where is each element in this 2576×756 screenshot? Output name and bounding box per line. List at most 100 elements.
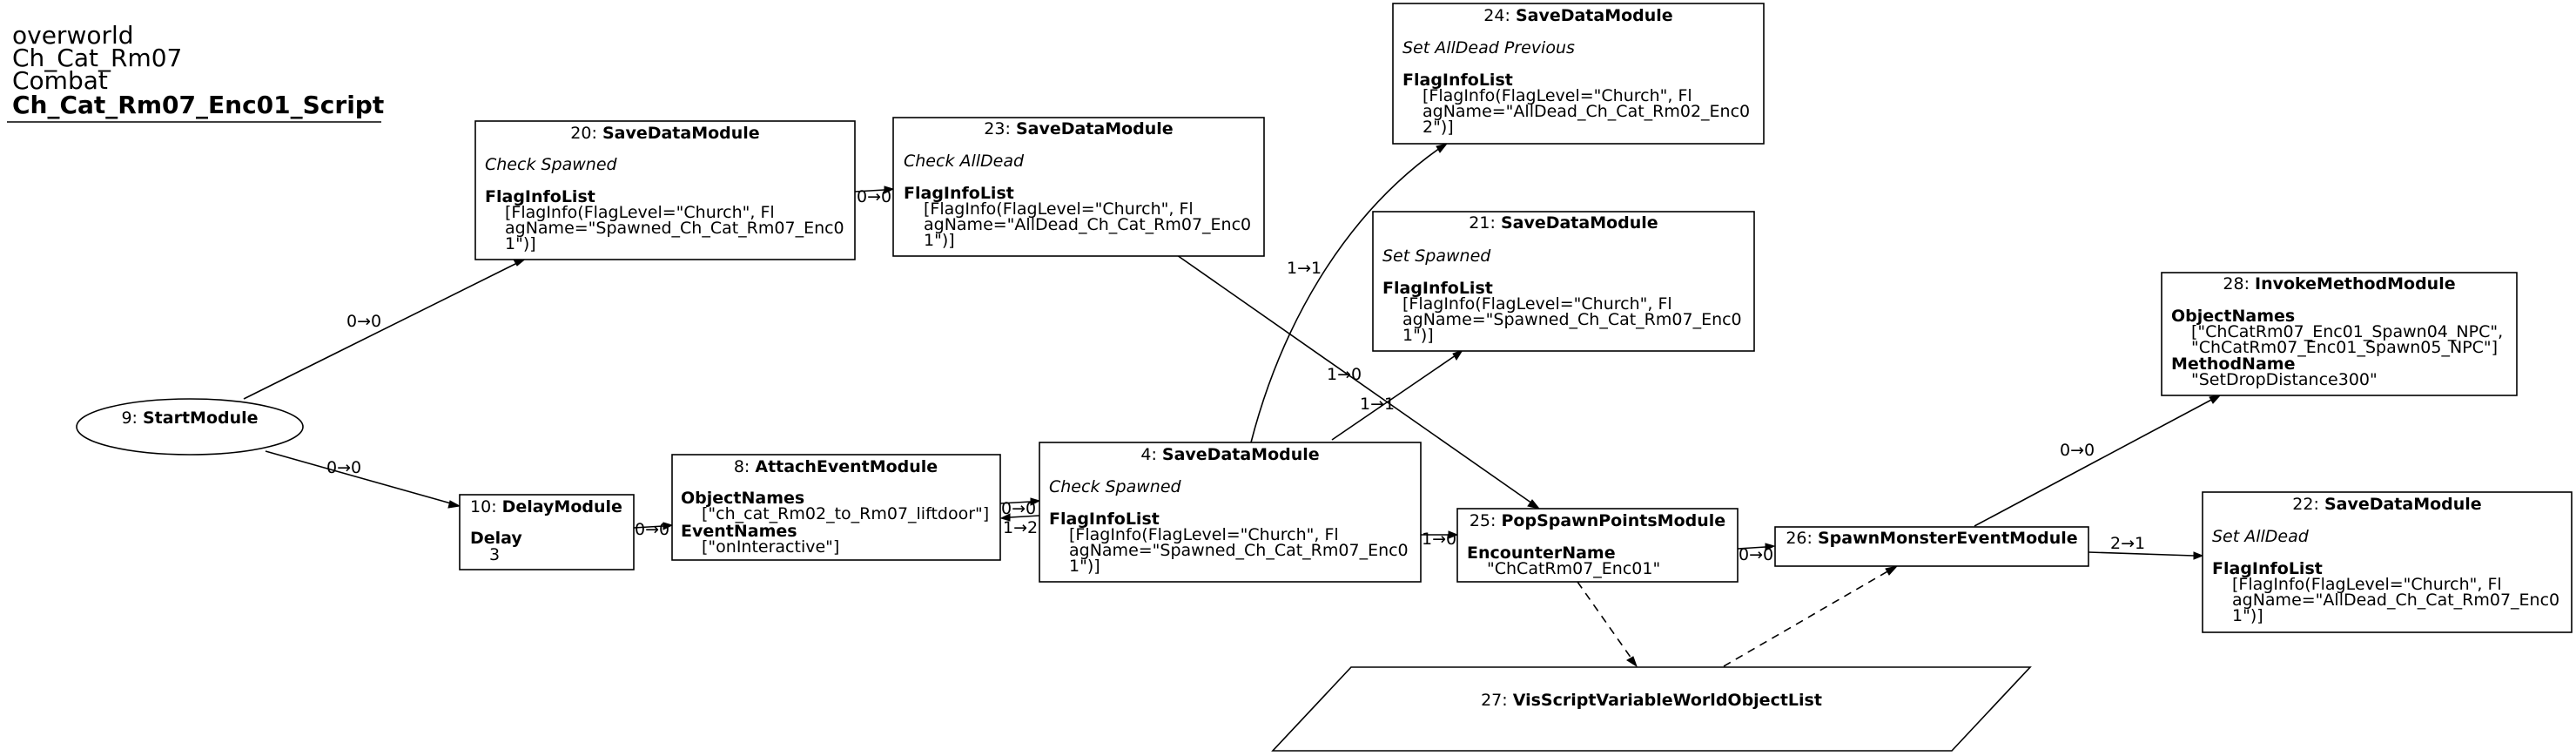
node-22-save-data-module[interactable]: 22: SaveDataModule Set AllDead FlagInfoL… — [2202, 491, 2573, 633]
node-type: VisScriptVariableWorldObjectList — [1513, 691, 1822, 710]
prop-value: [FlagInfo(FlagLevel="Church", Fl — [1423, 86, 1692, 105]
header-line-0: overworld — [12, 21, 134, 50]
edge-9-20: 0→0 — [243, 257, 528, 400]
svg-text:4: SaveDataModule: 4: SaveDataModule — [1140, 445, 1319, 464]
prop-value: 1")] — [1069, 557, 1100, 576]
edge-label: 1→0 — [1327, 365, 1362, 384]
prop-value: agName="AllDead_Ch_Cat_Rm07_Enc0 — [2232, 591, 2559, 610]
node-id: 26 — [1786, 529, 1806, 548]
prop-label: EventNames — [681, 522, 797, 541]
node-8-attach-event-module[interactable]: 8: AttachEventModule ObjectNames ["ch_ca… — [671, 454, 1001, 561]
prop-label: MethodName — [2171, 354, 2295, 374]
edge-23-25: 1→0 — [1176, 254, 1541, 510]
node-id: 9 — [121, 408, 131, 428]
svg-text:8: AttachEventModule: 8: AttachEventModule — [734, 457, 938, 476]
edge-4-25: 1→0 — [1421, 530, 1459, 549]
node-id: 10 — [470, 497, 491, 516]
prop-value: agName="Spawned_Ch_Cat_Rm07_Enc0 — [505, 219, 844, 238]
node-9-start-module[interactable]: 9: StartModule — [76, 398, 304, 456]
node-comment: Check Spawned — [1049, 477, 1182, 496]
edge-label: 1→1 — [1360, 395, 1395, 414]
node-25-pop-spawn-points-module[interactable]: 25: PopSpawnPointsModule EncounterName "… — [1456, 508, 1739, 583]
edge-25-27 — [1577, 581, 1638, 668]
edge-8-4: 0→0 — [999, 497, 1041, 518]
edges: 0→0 0→0 0→0 0→0 1→2 0→0 — [243, 143, 2223, 668]
prop-label: FlagInfoList — [2212, 559, 2323, 578]
prop-value: agName="AllDead_Ch_Cat_Rm02_Enc0 — [1423, 102, 1750, 121]
node-21-save-data-module[interactable]: 21: SaveDataModule Set Spawned FlagInfoL… — [1372, 211, 1755, 352]
prop-value: 1")] — [1402, 326, 1434, 345]
prop-value: ["onInteractive"] — [702, 537, 839, 557]
node-type: AttachEventModule — [755, 457, 938, 476]
node-24-save-data-module[interactable]: 24: SaveDataModule Set AllDead Previous … — [1392, 3, 1765, 145]
edge-4-24: 1→1 — [1250, 143, 1449, 443]
svg-text:25: PopSpawnPointsModule: 25: PopSpawnPointsModule — [1470, 511, 1725, 530]
edge-26-28: 0→0 — [1974, 394, 2223, 527]
edge-4-8: 1→2 — [999, 513, 1040, 537]
edge-label: 1→2 — [1003, 518, 1038, 537]
svg-text:10: DelayModule: 10: DelayModule — [470, 497, 622, 516]
node-id: 25 — [1470, 511, 1490, 530]
node-26-spawn-monster-event-module[interactable]: 26: SpawnMonsterEventModule — [1774, 526, 2089, 567]
node-23-save-data-module[interactable]: 23: SaveDataModule Check AllDead FlagInf… — [892, 117, 1265, 257]
node-28-invoke-method-module[interactable]: 28: InvokeMethodModule ObjectNames ["ChC… — [2161, 272, 2518, 396]
node-4-save-data-module[interactable]: 4: SaveDataModule Check Spawned FlagInfo… — [1039, 442, 1422, 583]
prop-value: ["ChCatRm07_Enc01_Spawn04_NPC", — [2191, 322, 2503, 341]
node-id: 21 — [1469, 213, 1490, 233]
prop-value: 1")] — [924, 231, 955, 250]
node-27-world-object-list[interactable]: 27: VisScriptVariableWorldObjectList — [1271, 666, 2032, 752]
node-id: 24 — [1483, 6, 1504, 25]
node-type: PopSpawnPointsModule — [1501, 511, 1725, 530]
node-10-delay-module[interactable]: 10: DelayModule Delay 3 — [459, 494, 635, 570]
edge-label: 0→0 — [1739, 545, 1773, 564]
node-type: SaveDataModule — [1016, 119, 1174, 138]
node-id: 23 — [984, 119, 1005, 138]
prop-label: FlagInfoList — [1049, 510, 1160, 529]
node-20-save-data-module[interactable]: 20: SaveDataModule Check Spawned FlagInf… — [474, 120, 856, 260]
graph-header: overworld Ch_Cat_Rm07 Combat Ch_Cat_Rm07… — [7, 21, 384, 123]
node-type: SaveDataModule — [1516, 6, 1673, 25]
prop-label: FlagInfoList — [1382, 279, 1493, 298]
node-comment: Set Spawned — [1382, 246, 1491, 266]
node-id: 20 — [570, 124, 591, 143]
prop-value: "ChCatRm07_Enc01" — [1487, 559, 1660, 578]
prop-value: "SetDropDistance300" — [2191, 370, 2378, 389]
prop-value: [FlagInfo(FlagLevel="Church", Fl — [924, 199, 1194, 219]
prop-value: ["ch_cat_Rm02_to_Rm07_liftdoor"] — [702, 504, 989, 523]
svg-text:24: SaveDataModule: 24: SaveDataModule — [1483, 6, 1672, 25]
svg-text:9: StartModule: 9: StartModule — [121, 408, 258, 428]
svg-text:23: SaveDataModule: 23: SaveDataModule — [984, 119, 1173, 138]
header-line-1: Ch_Cat_Rm07 — [12, 44, 182, 72]
edge-4-21: 1→1 — [1331, 349, 1464, 441]
edge-10-8: 0→0 — [633, 520, 674, 539]
edge-label: 0→0 — [2060, 441, 2095, 460]
edge-26-22: 2→1 — [2088, 534, 2204, 560]
svg-text:26: SpawnMonsterEventModule: 26: SpawnMonsterEventModule — [1786, 529, 2077, 548]
prop-value: [FlagInfo(FlagLevel="Church", Fl — [1069, 525, 1339, 544]
node-comment: Set AllDead Previous — [1402, 38, 1575, 57]
prop-value: "ChCatRm07_Enc01_Spawn05_NPC"] — [2191, 338, 2498, 357]
prop-value: 2")] — [1423, 118, 1454, 137]
node-id: 8 — [734, 457, 744, 476]
svg-text:21: SaveDataModule: 21: SaveDataModule — [1469, 213, 1658, 233]
edge-label: 0→0 — [857, 187, 891, 206]
prop-value: [FlagInfo(FlagLevel="Church", Fl — [1402, 294, 1672, 314]
node-type: SpawnMonsterEventModule — [1818, 529, 2078, 548]
prop-label: FlagInfoList — [904, 184, 1014, 203]
svg-text:20: SaveDataModule: 20: SaveDataModule — [570, 124, 759, 143]
edge-label: 0→0 — [346, 312, 381, 331]
node-comment: Check AllDead — [904, 152, 1025, 171]
edge-label: 1→0 — [1422, 530, 1456, 549]
prop-value: agName="AllDead_Ch_Cat_Rm07_Enc0 — [924, 215, 1251, 234]
prop-value: agName="Spawned_Ch_Cat_Rm07_Enc0 — [1402, 310, 1742, 329]
node-type: StartModule — [143, 408, 259, 428]
edge-label: 2→1 — [2110, 534, 2145, 553]
node-type: InvokeMethodModule — [2255, 274, 2456, 294]
edge-label: 1→1 — [1287, 259, 1322, 278]
node-id: 4 — [1140, 445, 1151, 464]
prop-value: 1")] — [505, 234, 536, 253]
node-comment: Set AllDead — [2212, 527, 2310, 546]
prop-value: 3 — [489, 545, 500, 564]
prop-label: ObjectNames — [681, 489, 804, 508]
